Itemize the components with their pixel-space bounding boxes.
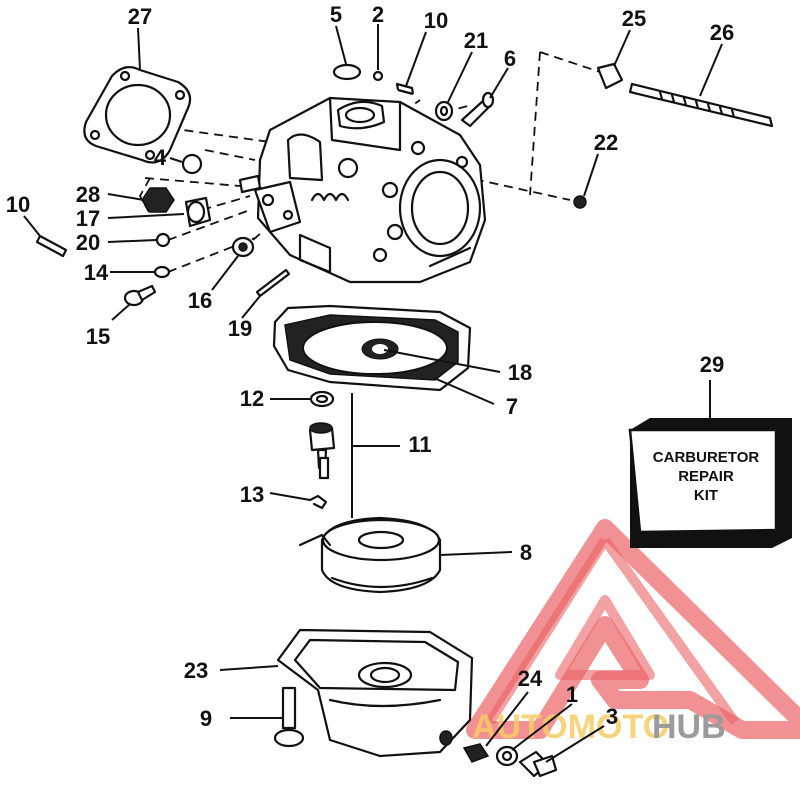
washer-16-part xyxy=(231,236,255,258)
label-9: 9 xyxy=(200,706,212,731)
label-26: 26 xyxy=(710,20,734,45)
label-2: 2 xyxy=(372,2,384,27)
valve-seat-11-part xyxy=(308,422,336,470)
watermark-triangle-icon xyxy=(466,519,800,739)
repair-kit-box: CARBURETOR REPAIR KIT xyxy=(628,418,792,548)
nut-25-part xyxy=(596,62,624,90)
kit-label-line1: CARBURETOR xyxy=(653,449,760,466)
screw-15-part xyxy=(123,284,157,307)
clip-13-part xyxy=(308,494,328,510)
label-15: 15 xyxy=(86,324,110,349)
screw-22-part xyxy=(573,195,587,209)
label-8: 8 xyxy=(520,540,532,565)
label-23: 23 xyxy=(184,658,208,683)
watermark-text-hub: HUB xyxy=(652,708,726,746)
label-19: 19 xyxy=(228,316,252,341)
label-6: 6 xyxy=(504,46,516,71)
needle-valve-part xyxy=(318,456,330,480)
label-25: 25 xyxy=(622,6,646,31)
watermark-text-automoto: AUTOMOTO xyxy=(472,708,669,746)
float-bowl-23-part xyxy=(276,628,474,758)
label-18: 18 xyxy=(508,360,532,385)
flange-gasket-part xyxy=(83,65,192,164)
part-labels: 27 5 2 10 21 6 25 26 22 4 10 28 17 20 14… xyxy=(6,2,734,731)
screw-19-part xyxy=(255,268,291,298)
kit-label-line3: KIT xyxy=(694,487,718,504)
label-4: 4 xyxy=(154,145,167,170)
needle-26-part xyxy=(628,82,774,128)
label-21: 21 xyxy=(464,28,488,53)
label-28: 28 xyxy=(76,182,100,207)
label-24: 24 xyxy=(518,666,543,691)
label-11: 11 xyxy=(408,432,431,457)
washer-14-part xyxy=(153,265,171,279)
label-13: 13 xyxy=(240,482,264,507)
label-27: 27 xyxy=(128,4,152,29)
label-7: 7 xyxy=(506,394,518,419)
label-29: 29 xyxy=(700,352,724,377)
washer-21-part xyxy=(434,100,454,122)
label-10-left: 10 xyxy=(6,192,30,217)
gasket-12-part xyxy=(309,390,335,408)
bowl-gasket-part xyxy=(272,304,472,392)
kit-label-line2: REPAIR xyxy=(678,468,734,485)
leader-lines xyxy=(23,24,723,763)
plug-3-part xyxy=(518,750,558,778)
label-17: 17 xyxy=(76,206,100,231)
carburetor-body-part xyxy=(238,96,487,284)
plug-4-part xyxy=(181,153,203,175)
label-10-top: 10 xyxy=(424,8,448,33)
screw-9-part xyxy=(273,686,305,748)
pin-10-part xyxy=(395,82,415,96)
label-14: 14 xyxy=(84,260,109,285)
float-8-part xyxy=(298,516,442,594)
label-12: 12 xyxy=(240,386,264,411)
label-20: 20 xyxy=(76,230,100,255)
label-1: 1 xyxy=(566,682,578,707)
label-5: 5 xyxy=(330,2,342,27)
ball-2-part xyxy=(372,70,384,82)
label-3: 3 xyxy=(606,704,618,729)
watermark-logo: AUTOMOTO HUB xyxy=(466,519,800,746)
screw-24-part xyxy=(462,743,490,763)
plug-5-part xyxy=(332,63,362,81)
label-22: 22 xyxy=(594,130,618,155)
nut-28-part xyxy=(141,187,175,213)
pin-10-left-part xyxy=(35,234,68,258)
label-16: 16 xyxy=(188,288,212,313)
ball-20-part xyxy=(155,232,171,248)
gasket-1-part xyxy=(495,745,519,767)
